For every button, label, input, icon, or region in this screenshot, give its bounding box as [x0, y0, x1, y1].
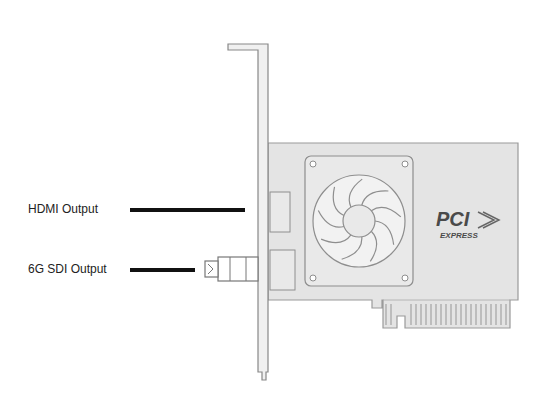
- logo-chevron: [478, 212, 494, 228]
- leader-line: [130, 208, 245, 212]
- logo-chevron: [483, 212, 499, 228]
- finger-contact: [460, 304, 462, 325]
- finger-contact: [440, 304, 442, 325]
- finger-contact: [420, 304, 422, 325]
- fan-hub: [343, 205, 375, 237]
- finger-contact: [385, 304, 387, 325]
- fan-blade: [375, 221, 394, 245]
- hdmi-port: [270, 192, 290, 232]
- leader-line: [130, 268, 195, 272]
- finger-contact: [415, 304, 417, 325]
- finger-contact: [465, 304, 467, 325]
- bnc-detail: [246, 257, 247, 281]
- output-label: 6G SDI Output: [28, 263, 107, 276]
- finger-contact: [495, 304, 497, 325]
- finger-contact: [435, 304, 437, 325]
- fan-blade: [349, 179, 362, 207]
- fan-ring: [313, 175, 405, 267]
- fan-blade: [333, 187, 344, 216]
- gold-fingers: [386, 304, 506, 325]
- finger-contact: [410, 304, 412, 325]
- finger-contact: [450, 304, 452, 325]
- fan-blade: [371, 207, 401, 217]
- circuit-board: [268, 143, 518, 328]
- finger-contact: [505, 304, 507, 325]
- bnc-tip: [205, 261, 218, 277]
- bnc-detail: [230, 257, 231, 281]
- finger-contact: [500, 304, 502, 325]
- edge-connector-line: [383, 300, 510, 301]
- finger-contact: [475, 304, 477, 325]
- finger-contact: [430, 304, 432, 325]
- fan-housing: [305, 156, 413, 286]
- logo-text: PCI: [436, 208, 469, 230]
- fan-blade: [370, 231, 376, 261]
- output-label: HDMI Output: [28, 203, 98, 216]
- screw-hole: [310, 275, 316, 281]
- screw-hole: [402, 275, 408, 281]
- finger-contact: [425, 304, 427, 325]
- fan-blade: [362, 191, 389, 205]
- finger-contact: [490, 304, 492, 325]
- bnc-detail: [208, 264, 213, 274]
- finger-contact: [445, 304, 447, 325]
- finger-contact: [485, 304, 487, 325]
- finger-contact: [390, 304, 392, 325]
- finger-contact: [470, 304, 472, 325]
- fan-blade: [321, 235, 351, 243]
- screw-hole: [310, 161, 316, 167]
- finger-contact: [480, 304, 482, 325]
- bnc-connector: [218, 257, 258, 281]
- fan-blades: [318, 179, 400, 261]
- sdi-connector-base: [270, 250, 295, 290]
- logo-text: EXPRESS: [440, 232, 478, 241]
- screw-hole: [402, 161, 408, 167]
- finger-contact: [455, 304, 457, 325]
